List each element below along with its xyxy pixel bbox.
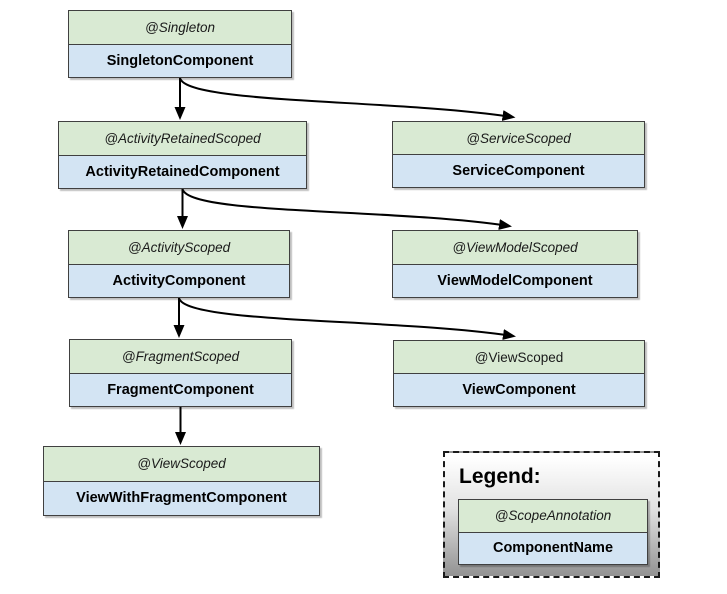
component-name-label: ActivityRetainedComponent xyxy=(59,155,306,188)
scope-annotation-label: @FragmentScoped xyxy=(70,340,291,374)
component-name-label: ViewModelComponent xyxy=(393,264,637,297)
node-activity-retained: @ActivityRetainedScoped ActivityRetained… xyxy=(58,121,307,189)
scope-annotation-label: @Singleton xyxy=(69,11,291,45)
component-name-label: SingletonComponent xyxy=(69,44,291,77)
legend-box: Legend: @ScopeAnnotation ComponentName xyxy=(443,451,660,578)
component-name-label: ViewWithFragmentComponent xyxy=(44,481,319,515)
node-view-with-fragment: @ViewScoped ViewWithFragmentComponent xyxy=(43,446,320,516)
scope-annotation-label: @ViewModelScoped xyxy=(393,231,637,265)
edge-activity-retained-to-viewmodel xyxy=(181,188,512,230)
node-fragment: @FragmentScoped FragmentComponent xyxy=(69,339,292,407)
node-view: @ViewScoped ViewComponent xyxy=(393,340,645,407)
node-singleton: @Singleton SingletonComponent xyxy=(68,10,292,78)
scope-annotation-label: @ViewScoped xyxy=(44,447,319,482)
scope-annotation-label: @ActivityScoped xyxy=(69,231,289,265)
component-name-label: ViewComponent xyxy=(394,374,644,406)
node-viewmodel: @ViewModelScoped ViewModelComponent xyxy=(392,230,638,298)
scope-annotation-label: @ActivityRetainedScoped xyxy=(59,122,306,156)
legend-scope-annotation-label: @ScopeAnnotation xyxy=(459,500,647,533)
node-service: @ServiceScoped ServiceComponent xyxy=(392,121,645,188)
component-name-label: ActivityComponent xyxy=(69,264,289,297)
edge-singleton-to-service xyxy=(179,77,516,121)
edge-activity-to-view xyxy=(178,297,516,340)
component-name-label: FragmentComponent xyxy=(70,373,291,406)
legend-title: Legend: xyxy=(459,465,541,488)
legend-component-name-label: ComponentName xyxy=(459,532,647,564)
node-activity: @ActivityScoped ActivityComponent xyxy=(68,230,290,298)
legend-sample-node: @ScopeAnnotation ComponentName xyxy=(458,499,648,565)
scope-annotation-label: @ServiceScoped xyxy=(393,122,644,155)
component-name-label: ServiceComponent xyxy=(393,155,644,187)
scope-annotation-label: @ViewScoped xyxy=(394,341,644,374)
